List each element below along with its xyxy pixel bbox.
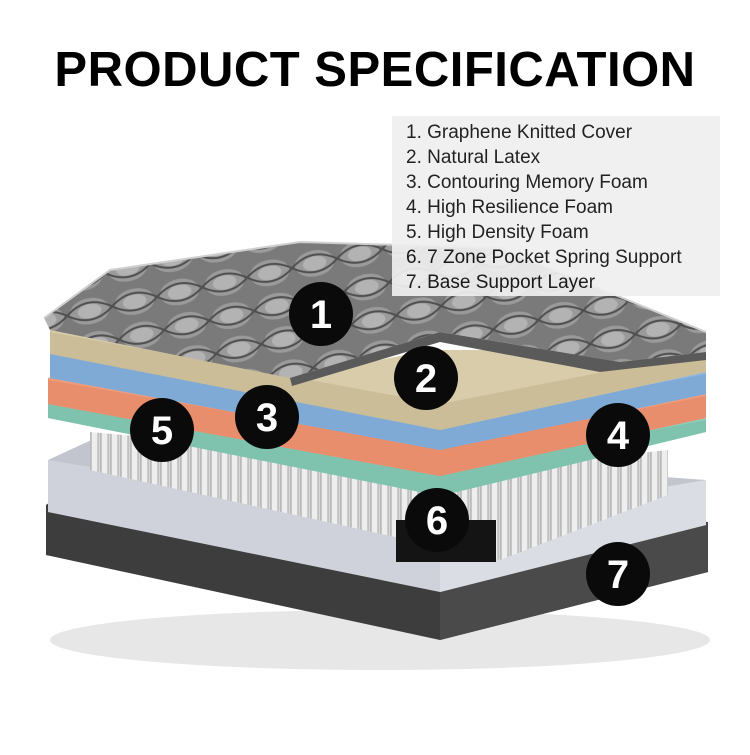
- badge-5: 5: [130, 398, 194, 462]
- spec-list: 1. Graphene Knitted Cover 2. Natural Lat…: [392, 116, 720, 295]
- badge-1-label: 1: [310, 293, 332, 337]
- badge-3-label: 3: [256, 396, 278, 440]
- badge-7: 7: [586, 542, 650, 606]
- badge-3: 3: [235, 385, 299, 449]
- badge-4-label: 4: [607, 414, 630, 458]
- badge-2: 2: [394, 346, 458, 410]
- badge-1: 1: [289, 282, 353, 346]
- badge-6-label: 6: [426, 499, 448, 543]
- spec-list-panel: 1. Graphene Knitted Cover 2. Natural Lat…: [392, 116, 720, 296]
- page-title: PRODUCT SPECIFICATION: [54, 43, 696, 97]
- spec-item: 7. Base Support Layer: [406, 272, 596, 293]
- spec-item: 6. 7 Zone Pocket Spring Support: [406, 247, 682, 268]
- badge-2-label: 2: [415, 357, 437, 401]
- spec-item: 2. Natural Latex: [406, 147, 541, 168]
- spec-item: 5. High Density Foam: [406, 222, 589, 243]
- spec-item: 4. High Resilience Foam: [406, 197, 613, 218]
- badge-6: 6: [405, 488, 469, 552]
- badge-4: 4: [586, 403, 650, 467]
- spec-item: 3. Contouring Memory Foam: [406, 172, 648, 193]
- spec-item: 1. Graphene Knitted Cover: [406, 122, 633, 143]
- badge-5-label: 5: [151, 409, 173, 453]
- floor-shadow: [50, 610, 710, 670]
- badge-7-label: 7: [607, 553, 629, 597]
- natural-latex-layer: [50, 322, 706, 430]
